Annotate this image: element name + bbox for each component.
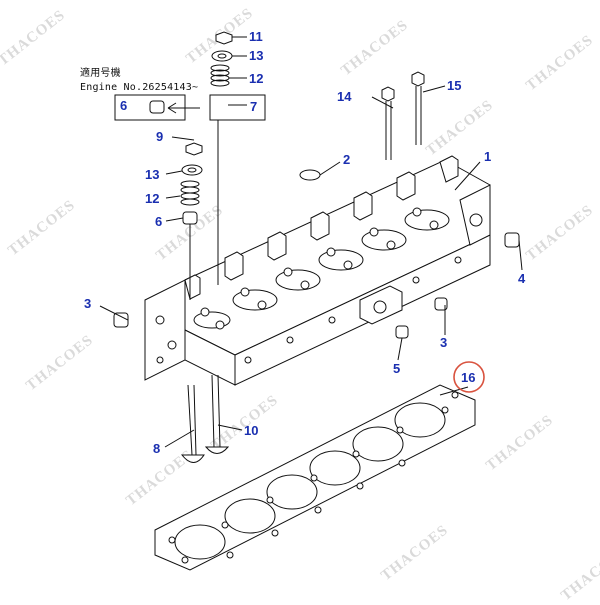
callout-6-inset: 6 <box>120 98 128 113</box>
spring-lower <box>180 180 200 206</box>
callout-3-right: 3 <box>440 335 448 350</box>
cylinder-head <box>144 155 491 386</box>
applicability-label: 適用号機 <box>80 68 121 79</box>
spring-upper <box>210 64 230 87</box>
callout-7: 7 <box>250 99 258 114</box>
callout-4: 4 <box>518 271 526 286</box>
leader-lines <box>99 36 523 448</box>
retainer-lower <box>181 164 203 176</box>
plug-3-right <box>434 297 448 311</box>
plug-5 <box>395 325 409 339</box>
callout-13-lower: 13 <box>145 167 160 182</box>
callout-11: 11 <box>249 29 263 44</box>
callout-5: 5 <box>393 361 401 376</box>
plug-4 <box>504 232 520 248</box>
callout-12-lower: 12 <box>145 191 160 206</box>
engine-number-label: Engine No.26254143~ <box>80 82 199 93</box>
retainer-upper <box>211 50 233 62</box>
callout-3-left: 3 <box>84 296 92 311</box>
plug-3-left <box>113 312 129 328</box>
seal-lower <box>182 211 198 225</box>
bolt-14 <box>381 86 395 160</box>
callout-2: 2 <box>343 152 351 167</box>
callout-10: 10 <box>244 423 259 438</box>
intake-valve <box>180 384 205 463</box>
plug-2 <box>299 169 321 181</box>
highlight-circle <box>453 361 485 393</box>
callout-1: 1 <box>484 149 492 164</box>
callout-12-upper: 12 <box>249 71 264 86</box>
bolt-15 <box>411 71 425 145</box>
head-gasket <box>154 384 476 571</box>
valve-cap-lower <box>185 142 203 156</box>
callout-15: 15 <box>447 78 462 93</box>
callout-8: 8 <box>153 441 161 456</box>
callout-6-lower: 6 <box>155 214 163 229</box>
callout-13-upper: 13 <box>249 48 264 63</box>
callout-16: 16 <box>461 370 476 385</box>
arrow <box>167 102 200 114</box>
callout-14: 14 <box>337 89 352 104</box>
exhaust-valve <box>204 374 230 454</box>
valve-cap-upper <box>215 31 233 45</box>
callout-9: 9 <box>156 129 164 144</box>
